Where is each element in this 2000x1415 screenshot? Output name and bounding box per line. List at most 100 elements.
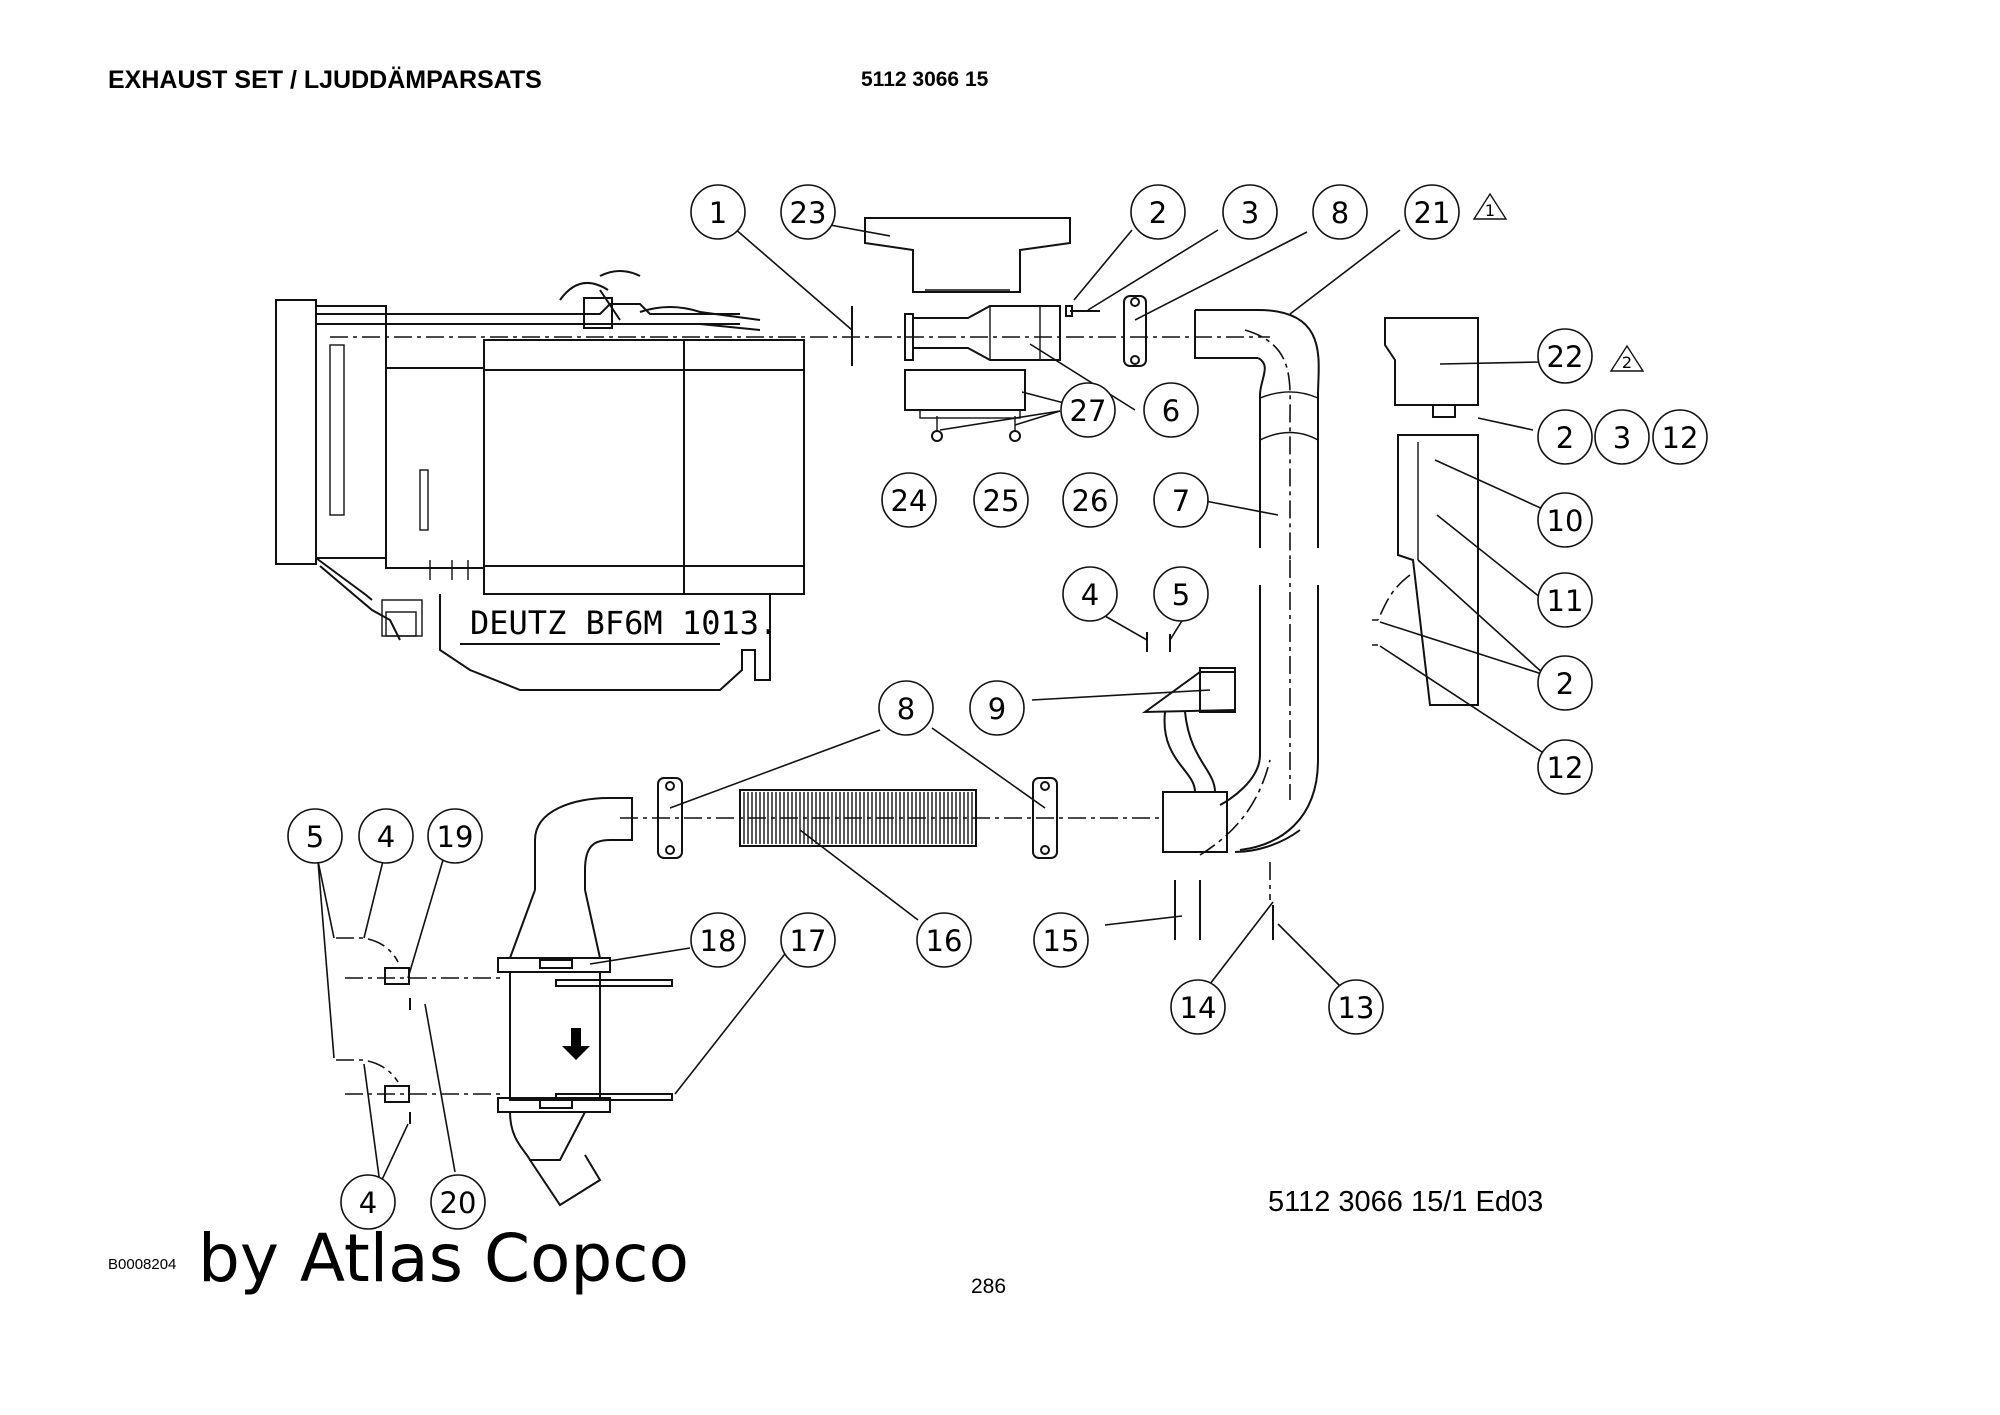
balloon-24: 24 — [881, 472, 937, 528]
svg-text:17: 17 — [790, 924, 827, 958]
svg-text:2: 2 — [1622, 353, 1632, 372]
balloon-3: 3 — [1594, 409, 1650, 465]
engine — [275, 270, 805, 691]
pipe-sleeve — [1162, 791, 1228, 853]
clamp-8-right — [1032, 777, 1058, 859]
bracket-19-bottom — [384, 1085, 410, 1103]
svg-text:2: 2 — [1149, 196, 1167, 230]
svg-text:15: 15 — [1043, 924, 1080, 958]
svg-text:21: 21 — [1414, 196, 1451, 230]
svg-text:27: 27 — [1070, 394, 1107, 428]
balloon-4: 4 — [340, 1174, 396, 1230]
svg-text:26: 26 — [1072, 484, 1109, 518]
balloon-12: 12 — [1537, 739, 1593, 795]
svg-text:3: 3 — [1613, 421, 1631, 455]
balloon-2: 2 — [1130, 184, 1186, 240]
balloon-15: 15 — [1033, 912, 1089, 968]
svg-text:1: 1 — [709, 196, 727, 230]
balloon-23: 23 — [780, 184, 836, 240]
balloon-6: 6 — [1143, 382, 1199, 438]
balloon-17: 17 — [780, 912, 836, 968]
balloon-14: 14 — [1170, 979, 1226, 1035]
page-number: 286 — [971, 1275, 1007, 1298]
balloon-4: 4 — [358, 808, 414, 864]
svg-text:20: 20 — [440, 1186, 477, 1220]
balloon-5: 5 — [1153, 566, 1209, 622]
svg-text:12: 12 — [1662, 421, 1699, 455]
balloon-7: 7 — [1153, 472, 1209, 528]
balloon-8: 8 — [878, 680, 934, 736]
bracket-19-top — [384, 967, 410, 985]
svg-text:8: 8 — [897, 692, 915, 726]
balloon-5: 5 — [287, 808, 343, 864]
exhaust-pipe-21-7 — [1194, 309, 1320, 851]
balloon-11: 11 — [1537, 572, 1593, 628]
svg-text:4: 4 — [1081, 578, 1099, 612]
svg-text:1: 1 — [1485, 201, 1495, 220]
balloon-8: 8 — [1312, 184, 1368, 240]
svg-text:16: 16 — [926, 924, 963, 958]
flow-arrow-icon — [562, 1028, 590, 1060]
svg-text:2: 2 — [1556, 667, 1574, 701]
balloon-20: 20 — [430, 1174, 486, 1230]
balloon-26: 26 — [1062, 472, 1118, 528]
clamp-8-top — [1123, 295, 1147, 367]
engine-model-label: DEUTZ BF6M 1013. — [470, 604, 778, 642]
heat-shield-23 — [864, 217, 1071, 293]
balloon-1: 1 — [690, 184, 746, 240]
heat-shield-22 — [1384, 317, 1479, 406]
stud-15 — [1174, 880, 1201, 940]
revision-mark-2: 2 — [1609, 344, 1645, 372]
balloon-10: 10 — [1537, 492, 1593, 548]
balloon-19: 19 — [427, 808, 483, 864]
watermark: by Atlas Copco — [198, 1220, 689, 1297]
balloon-3: 3 — [1222, 184, 1278, 240]
svg-text:14: 14 — [1180, 991, 1217, 1025]
balloon-2: 2 — [1537, 655, 1593, 711]
bracket-26 — [904, 369, 1026, 419]
svg-text:10: 10 — [1547, 504, 1584, 538]
heat-shield-10 — [1397, 434, 1479, 706]
balloon-9: 9 — [969, 680, 1025, 736]
svg-text:23: 23 — [790, 196, 827, 230]
balloon-21: 21 — [1404, 184, 1460, 240]
bracket-9 — [1141, 667, 1236, 793]
reducer-adapter-6 — [904, 305, 1061, 361]
revision-mark-1: 1 — [1472, 192, 1508, 220]
svg-text:19: 19 — [437, 820, 474, 854]
balloon-22: 22 — [1537, 328, 1593, 384]
balloon-12: 12 — [1652, 409, 1708, 465]
svg-text:5: 5 — [306, 820, 324, 854]
clamp-8-left — [657, 777, 683, 859]
svg-text:11: 11 — [1547, 584, 1584, 618]
svg-text:4: 4 — [359, 1186, 377, 1220]
balloon-27: 27 — [1060, 382, 1116, 438]
balloon-13: 13 — [1328, 979, 1384, 1035]
balloon-2: 2 — [1537, 409, 1593, 465]
svg-text:4: 4 — [377, 820, 395, 854]
balloon-18: 18 — [690, 912, 746, 968]
image-code: B0008204 — [108, 1256, 177, 1273]
svg-text:5: 5 — [1172, 578, 1190, 612]
svg-text:25: 25 — [983, 484, 1020, 518]
svg-text:7: 7 — [1172, 484, 1190, 518]
svg-text:18: 18 — [700, 924, 737, 958]
drawing-part-number: 5112 3066 15 — [861, 68, 989, 91]
svg-text:22: 22 — [1547, 340, 1584, 374]
svg-text:2: 2 — [1556, 421, 1574, 455]
drawing-reference: 5112 3066 15/1 Ed03 — [1268, 1186, 1544, 1218]
drawing-title: EXHAUST SET / LJUDDÄMPARSATS — [108, 66, 542, 94]
svg-text:3: 3 — [1241, 196, 1259, 230]
svg-text:13: 13 — [1338, 991, 1375, 1025]
svg-text:24: 24 — [891, 484, 928, 518]
balloon-4: 4 — [1062, 566, 1118, 622]
svg-text:8: 8 — [1331, 196, 1349, 230]
bolts-4-5 — [1146, 632, 1171, 652]
leader-lines — [317, 224, 1546, 1185]
balloon-25: 25 — [973, 472, 1029, 528]
balloon-16: 16 — [916, 912, 972, 968]
svg-text:9: 9 — [988, 692, 1006, 726]
svg-text:12: 12 — [1547, 751, 1584, 785]
